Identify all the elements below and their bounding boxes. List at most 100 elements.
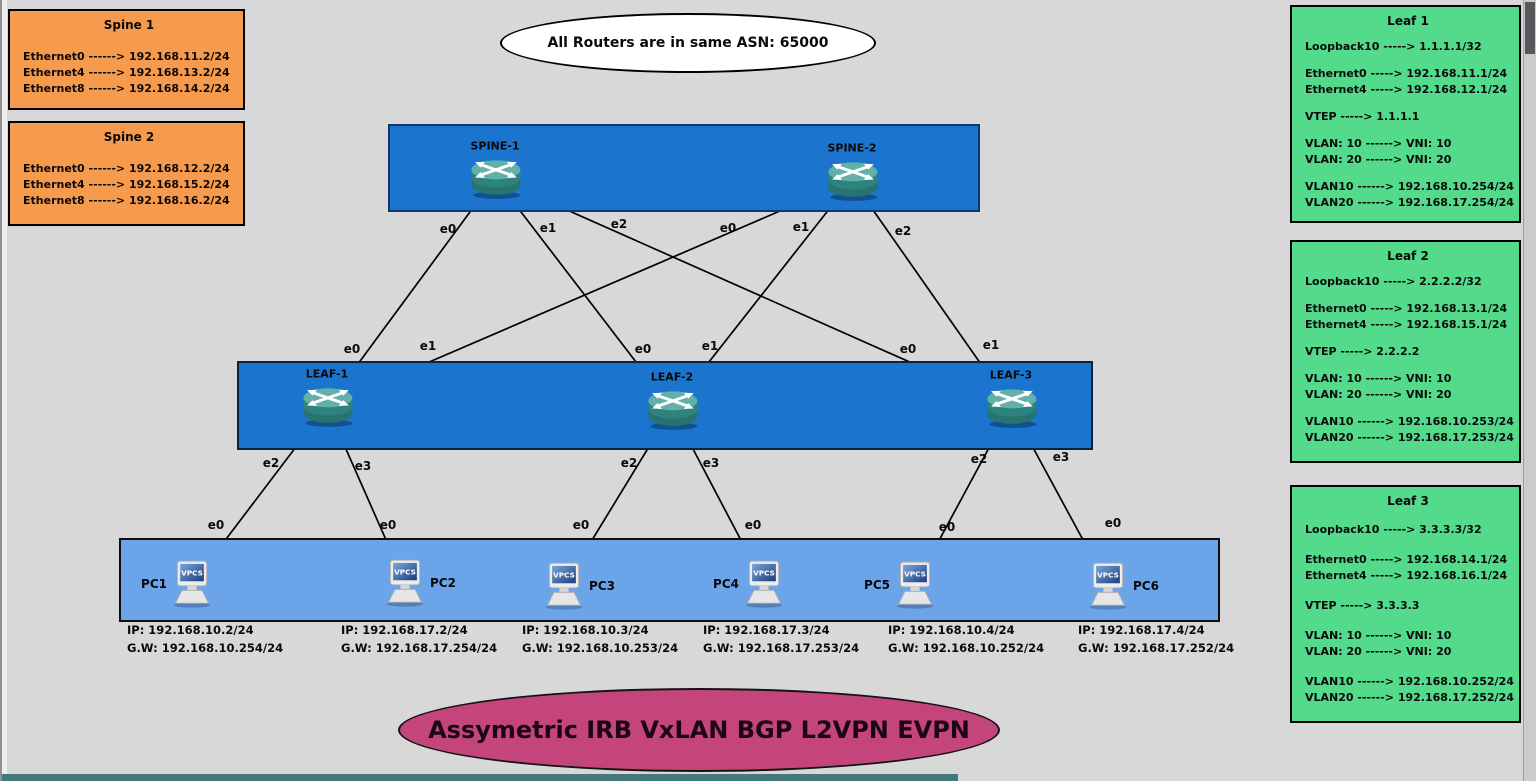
port-label[interactable]: e0 [343, 342, 361, 356]
vpcs-icon[interactable] [1087, 562, 1129, 610]
note-line: Ethernet0 ------> 192.168.12.2/24 [23, 162, 230, 175]
port-label[interactable]: e3 [354, 459, 372, 473]
note-line: VLAN: 10 ------> VNI: 10 [1305, 629, 1452, 642]
note-line: VLAN20 ------> 192.168.17.252/24 [1305, 691, 1514, 704]
note-line: VLAN10 ------> 192.168.10.252/24 [1305, 675, 1514, 688]
note-line: Ethernet8 ------> 192.168.14.2/24 [23, 82, 230, 95]
vpcs-icon[interactable] [894, 561, 936, 609]
note-line: Ethernet4 -----> 192.168.15.1/24 [1305, 318, 1508, 331]
vpcs-icon[interactable] [543, 562, 585, 610]
port-label[interactable]: e2 [970, 452, 988, 466]
port-label[interactable]: e1 [701, 339, 719, 353]
port-label[interactable]: e0 [439, 222, 457, 236]
note-line: Ethernet4 -----> 192.168.12.1/24 [1305, 83, 1508, 96]
port-label[interactable]: e1 [982, 338, 1000, 352]
note-line: VLAN10 ------> 192.168.10.254/24 [1305, 180, 1514, 193]
note-line: Ethernet0 -----> 192.168.11.1/24 [1305, 67, 1508, 80]
port-label[interactable]: e2 [620, 456, 638, 470]
router-icon[interactable] [643, 387, 701, 431]
note-line: Ethernet4 ------> 192.168.13.2/24 [23, 66, 230, 79]
note-line: Loopback10 -----> 2.2.2.2/32 [1305, 275, 1482, 288]
note-line: Ethernet4 -----> 192.168.16.1/24 [1305, 569, 1508, 582]
vpcs-icon[interactable] [171, 560, 213, 608]
port-label[interactable]: e1 [792, 220, 810, 234]
note-line: Ethernet0 -----> 192.168.14.1/24 [1305, 553, 1508, 566]
device-label[interactable]: SPINE-2 [827, 141, 877, 155]
note-line: Loopback10 -----> 3.3.3.3/32 [1305, 523, 1482, 536]
router-icon[interactable] [298, 384, 356, 428]
asn-note-text: All Routers are in same ASN: 65000 [547, 35, 829, 51]
port-label[interactable]: e0 [207, 518, 225, 532]
note-title: Spine 1 [103, 18, 155, 32]
note-line: Ethernet8 ------> 192.168.16.2/24 [23, 194, 230, 207]
device-label[interactable]: PC4 [713, 577, 739, 591]
port-label[interactable]: e0 [719, 221, 737, 235]
note-spine-1[interactable]: Spine 1 Ethernet0 ------> 192.168.11.2/2… [8, 9, 245, 110]
note-title: Leaf 1 [1387, 14, 1429, 28]
note-title: Spine 2 [103, 130, 155, 144]
port-label[interactable]: e0 [938, 520, 956, 534]
port-label[interactable]: e2 [610, 217, 628, 231]
note-title: Leaf 2 [1387, 249, 1429, 263]
horizontal-scrollbar-thumb[interactable] [2, 774, 958, 781]
port-label[interactable]: e0 [1104, 516, 1122, 530]
note-line: VTEP -----> 3.3.3.3 [1305, 599, 1420, 612]
note-line: VLAN: 20 ------> VNI: 20 [1305, 388, 1452, 401]
pc-zone-rect[interactable] [119, 538, 1220, 622]
device-label[interactable]: PC2 [430, 576, 456, 590]
port-label[interactable]: e1 [539, 221, 557, 235]
note-line: Ethernet0 ------> 192.168.11.2/24 [23, 50, 230, 63]
port-label[interactable]: e0 [634, 342, 652, 356]
port-label[interactable]: e2 [262, 456, 280, 470]
note-line: Ethernet0 -----> 192.168.13.1/24 [1305, 302, 1508, 315]
device-label[interactable]: PC6 [1133, 579, 1159, 593]
port-label[interactable]: e0 [899, 342, 917, 356]
device-label[interactable]: LEAF-2 [650, 370, 694, 384]
note-line: VLAN: 10 ------> VNI: 10 [1305, 137, 1452, 150]
port-label[interactable]: e0 [572, 518, 590, 532]
vertical-scrollbar-thumb[interactable] [1525, 2, 1535, 54]
note-title: Leaf 3 [1387, 494, 1429, 508]
router-icon[interactable] [982, 385, 1040, 429]
vpcs-icon[interactable] [384, 559, 426, 607]
note-line: VLAN: 20 ------> VNI: 20 [1305, 153, 1452, 166]
port-label[interactable]: e2 [894, 224, 912, 238]
port-label[interactable]: e0 [379, 518, 397, 532]
device-label[interactable]: PC5 [864, 578, 890, 592]
device-label[interactable]: LEAF-1 [305, 367, 349, 381]
port-label[interactable]: e3 [702, 456, 720, 470]
note-spine-2[interactable]: Spine 2 Ethernet0 ------> 192.168.12.2/2… [8, 121, 245, 226]
title-banner-text: Assymetric IRB VxLAN BGP L2VPN EVPN [428, 716, 970, 744]
note-line: Ethernet4 ------> 192.168.15.2/24 [23, 178, 230, 191]
port-label[interactable]: e3 [1052, 450, 1070, 464]
window-left-edge [0, 0, 7, 781]
port-label[interactable]: e0 [744, 518, 762, 532]
note-line: VLAN10 ------> 192.168.10.253/24 [1305, 415, 1514, 428]
device-label[interactable]: PC1 [141, 577, 167, 591]
vpcs-icon[interactable] [743, 560, 785, 608]
device-label[interactable]: PC3 [589, 579, 615, 593]
router-icon[interactable] [466, 156, 524, 200]
router-icon[interactable] [823, 158, 881, 202]
note-line: VTEP -----> 1.1.1.1 [1305, 110, 1420, 123]
note-line: Loopback10 -----> 1.1.1.1/32 [1305, 40, 1482, 53]
vertical-scrollbar[interactable] [1523, 0, 1536, 781]
device-label[interactable]: LEAF-3 [989, 368, 1033, 382]
asn-note-ellipse[interactable]: All Routers are in same ASN: 65000 [500, 13, 876, 73]
title-banner-ellipse[interactable]: Assymetric IRB VxLAN BGP L2VPN EVPN [398, 688, 1000, 772]
note-line: VLAN: 20 ------> VNI: 20 [1305, 645, 1452, 658]
port-label[interactable]: e1 [419, 339, 437, 353]
note-line: VLAN20 ------> 192.168.17.253/24 [1305, 431, 1514, 444]
note-line: VLAN: 10 ------> VNI: 10 [1305, 372, 1452, 385]
device-label[interactable]: SPINE-1 [470, 139, 520, 153]
